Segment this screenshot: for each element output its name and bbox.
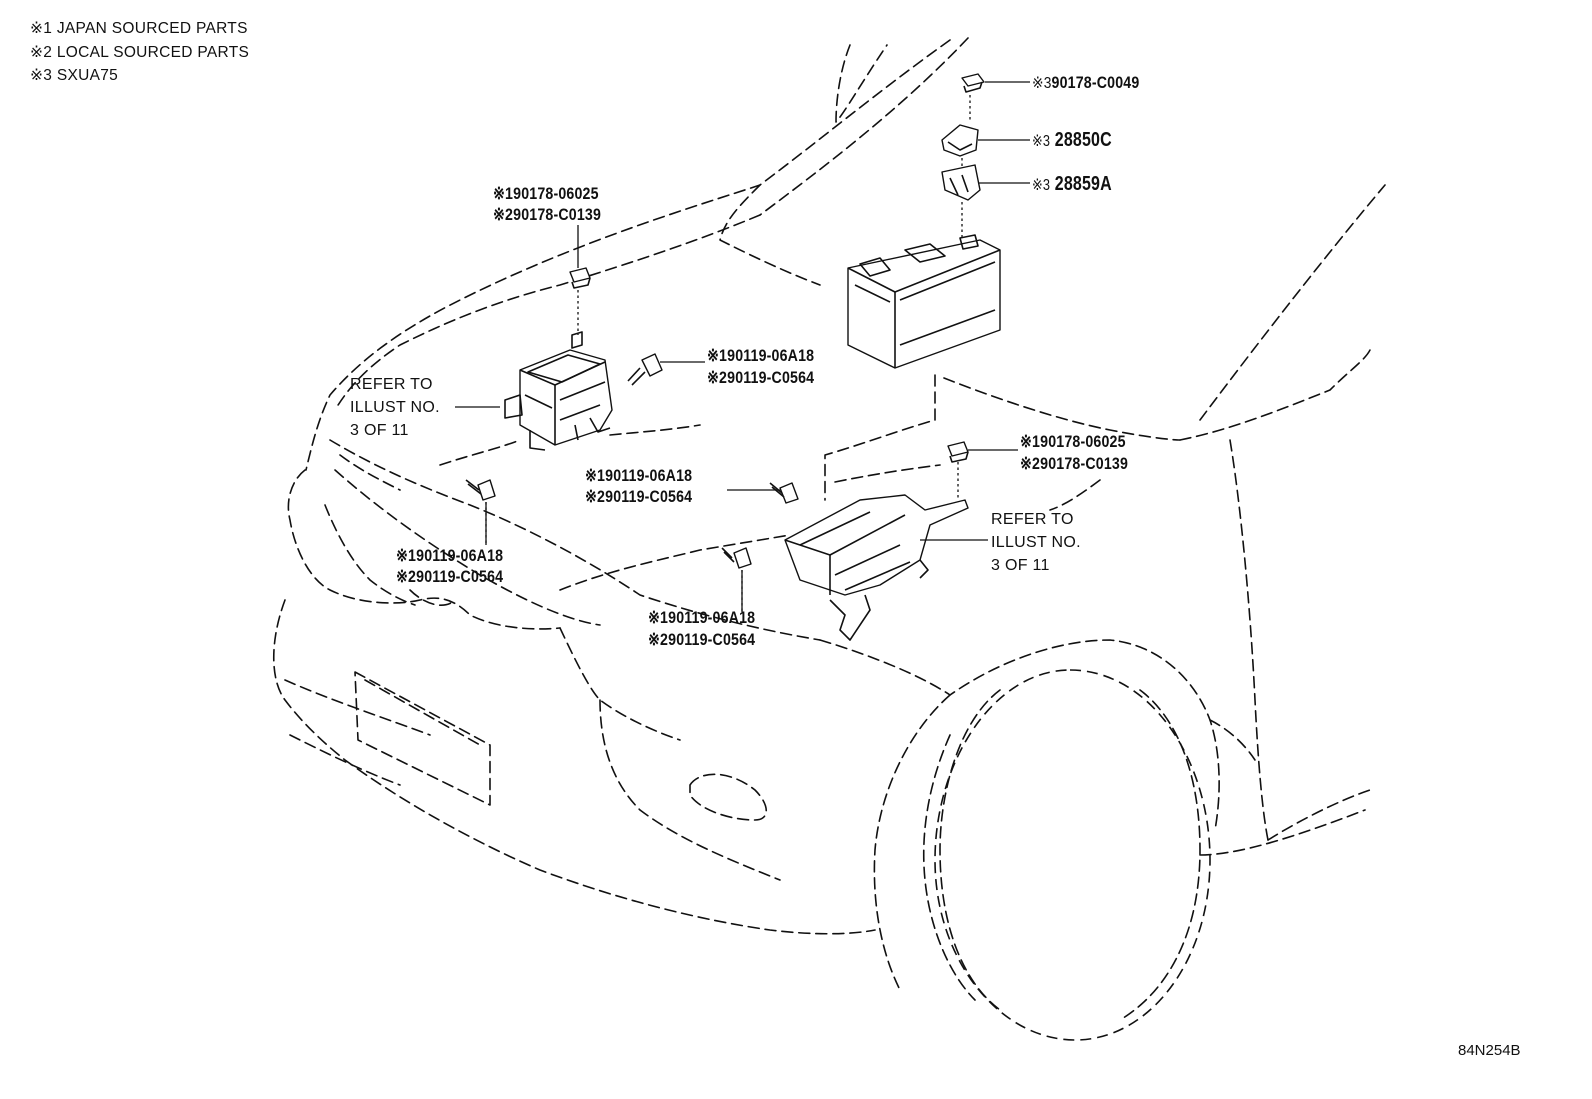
diagram-code: 84N254B [1458,1042,1521,1059]
note-sxua75: ※3 SXUA75 [30,68,118,84]
refer-line: ILLUST NO. [991,534,1081,551]
callout-prefix: ※3 [1032,133,1051,150]
note-mark: ※3 [30,67,53,84]
callout-part-number: 28859A [1054,173,1112,195]
callout-bolt-d-local[interactable]: ※290119-C0564 [648,631,756,649]
note-japan-sourced: ※1 JAPAN SOURCED PARTS [30,21,248,37]
refer-line: ILLUST NO. [350,399,440,416]
battery-hold-parts [941,73,985,238]
callout-nut-left-japan[interactable]: ※190178-06025 [493,185,599,203]
callout-bracket-28859a[interactable]: ※3 28859A [1032,174,1112,194]
callout-bolt-a-local[interactable]: ※290119-C0564 [707,369,815,387]
callout-bolt-b-local[interactable]: ※290119-C0564 [585,488,693,506]
refer-line: 3 OF 11 [350,422,409,439]
vehicle-body-outline [273,37,1386,1041]
refer-line: REFER TO [350,376,433,393]
callout-nut-right-local[interactable]: ※290178-C0139 [1020,455,1129,473]
note-text: JAPAN SOURCED PARTS [56,20,248,37]
left-relay-box-drawing [504,267,613,451]
battery-drawing [847,234,1001,369]
callout-prefix: ※3 [1032,177,1051,194]
right-relay-box-drawing [784,441,969,641]
note-text: SXUA75 [56,67,119,84]
note-local-sourced: ※2 LOCAL SOURCED PARTS [30,45,249,61]
callout-part-number: 90178-C0049 [1051,74,1140,92]
callout-nut-left-local[interactable]: ※290178-C0139 [493,206,602,224]
callout-bolt-b-japan[interactable]: ※190119-06A18 [585,467,693,485]
callout-prefix: ※3 [1032,75,1052,92]
callout-bolt-d-japan[interactable]: ※190119-06A18 [648,609,756,627]
callout-clamp-28850c[interactable]: ※3 28850C [1032,130,1112,150]
note-text: LOCAL SOURCED PARTS [56,44,250,61]
refer-to-illust-left[interactable]: REFER TO ILLUST NO. 3 OF 11 [350,373,440,442]
note-mark: ※2 [30,44,53,61]
callout-nut-90178-c0049[interactable]: ※390178-C0049 [1032,75,1139,92]
leader-lines [455,81,1030,612]
callout-bolt-c-japan[interactable]: ※190119-06A18 [396,547,504,565]
refer-line: 3 OF 11 [991,557,1050,574]
callout-part-number: 28850C [1054,129,1112,151]
callout-bolt-c-local[interactable]: ※290119-C0564 [396,568,504,586]
note-mark: ※1 [30,20,53,37]
callout-bolt-a-japan[interactable]: ※190119-06A18 [707,347,815,365]
callout-nut-right-japan[interactable]: ※190178-06025 [1020,433,1126,451]
refer-line: REFER TO [991,511,1074,528]
refer-to-illust-right[interactable]: REFER TO ILLUST NO. 3 OF 11 [991,508,1081,577]
